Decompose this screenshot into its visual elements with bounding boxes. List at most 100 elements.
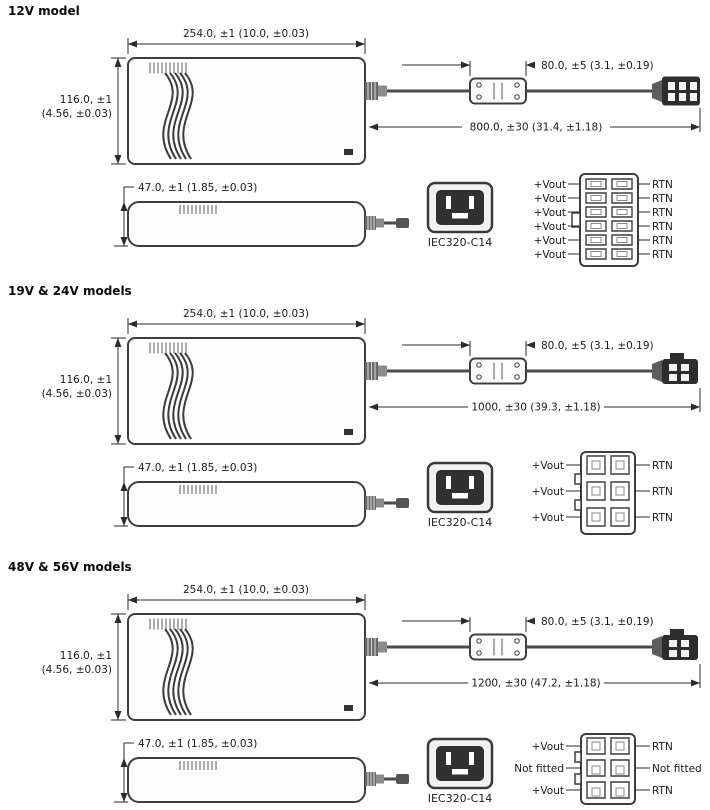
adapter-side-view bbox=[127, 757, 409, 803]
output-plug bbox=[662, 359, 698, 384]
iec-inlet: IEC320-C14 bbox=[426, 737, 494, 805]
pin-label-right: RTN bbox=[652, 741, 673, 753]
section-title: 12V model bbox=[8, 4, 80, 18]
dim-width: 254.0, ±1 (10.0, ±0.03) bbox=[127, 308, 366, 334]
vent-grille bbox=[149, 342, 187, 354]
latch bbox=[574, 499, 582, 511]
iec-pin-slot bbox=[469, 196, 474, 209]
brand-mark bbox=[344, 149, 353, 155]
dim-cable-text: 800.0, ±30 (31.4, ±1.18) bbox=[470, 122, 603, 134]
pin-label-right: RTN bbox=[652, 460, 673, 472]
output-plug bbox=[662, 635, 698, 660]
dim-height: 116.0, ±1 (4.56, ±0.03) bbox=[42, 57, 126, 165]
iec-inlet: IEC320-C14 bbox=[426, 461, 494, 529]
pin-label-left: +Vout bbox=[532, 486, 564, 498]
dim-cable-length: 1000, ±30 (39.3, ±1.18) bbox=[369, 388, 701, 414]
plug-stub bbox=[396, 498, 409, 508]
dim-thickness: 47.0, ±1 (1.85, ±0.03) bbox=[114, 738, 257, 803]
dim-height: 116.0, ±1 (4.56, ±0.03) bbox=[42, 337, 126, 445]
iec-pin-slot bbox=[452, 213, 468, 219]
dim-height-text-1: 116.0, ±1 bbox=[60, 374, 112, 386]
pinout-connector bbox=[574, 733, 636, 805]
dim-box-text: 80.0, ±5 (3.1, ±0.19) bbox=[541, 340, 654, 352]
pin-label-left: +Vout bbox=[532, 512, 564, 524]
pin-label-right: RTN bbox=[652, 249, 673, 261]
dim-height-text-1: 116.0, ±1 bbox=[60, 650, 112, 662]
iec-pin-slot bbox=[452, 493, 468, 499]
pinout-connector bbox=[574, 451, 636, 535]
pin-label-left: +Vout bbox=[534, 235, 566, 247]
section-19v-24v-diagram: 19V & 24V models 254.0, ±1 (10.0, ±0.03)… bbox=[8, 284, 701, 535]
pin-label-left: +Vout bbox=[534, 221, 566, 233]
plug-stub bbox=[396, 774, 409, 784]
dim-width-text: 254.0, ±1 (10.0, ±0.03) bbox=[183, 308, 309, 320]
pin-label-right: RTN bbox=[652, 512, 673, 524]
pin-label-right: RTN bbox=[652, 785, 673, 797]
pinout-labels: +Vout +Vout +Vout RTN RTN RTN bbox=[532, 460, 673, 524]
section-title: 48V & 56V models bbox=[8, 560, 132, 574]
iec-pin-slot bbox=[452, 769, 468, 775]
vent-grille bbox=[179, 205, 217, 214]
plug-latch bbox=[670, 353, 684, 360]
pin-label-left: +Vout bbox=[534, 207, 566, 219]
output-plug bbox=[662, 76, 700, 106]
pin-label-left: +Vout bbox=[532, 460, 564, 472]
dim-box-text: 80.0, ±5 (3.1, ±0.19) bbox=[541, 60, 654, 72]
iec-label: IEC320-C14 bbox=[428, 792, 493, 805]
adapter-top-view bbox=[127, 613, 366, 721]
pin-label-left: +Vout bbox=[534, 249, 566, 261]
pin-label-right: RTN bbox=[652, 221, 673, 233]
section-12v-diagram: 12V model 254.0, ±1 (10.0, ±0.03) 116.0,… bbox=[8, 4, 701, 267]
iec-pin-slot bbox=[469, 476, 474, 489]
section-title: 19V & 24V models bbox=[8, 284, 132, 298]
dim-width-text: 254.0, ±1 (10.0, ±0.03) bbox=[183, 584, 309, 596]
pin-label-left: +Vout bbox=[532, 741, 564, 753]
plug-boot bbox=[652, 360, 662, 382]
dim-cable-text: 1000, ±30 (39.3, ±1.18) bbox=[471, 402, 600, 414]
pin-label-right: RTN bbox=[652, 235, 673, 247]
dim-height-text-2: (4.56, ±0.03) bbox=[42, 108, 112, 120]
dim-height: 116.0, ±1 (4.56, ±0.03) bbox=[42, 613, 126, 721]
vent-grille bbox=[179, 485, 217, 494]
vent-grille bbox=[149, 618, 187, 630]
dim-height-text-1: 116.0, ±1 bbox=[60, 94, 112, 106]
pin-label-right: RTN bbox=[652, 207, 673, 219]
dim-side-text: 47.0, ±1 (1.85, ±0.03) bbox=[138, 462, 257, 474]
dim-width: 254.0, ±1 (10.0, ±0.03) bbox=[127, 584, 366, 610]
iec-pin-slot bbox=[446, 196, 451, 209]
output-cable bbox=[365, 76, 700, 106]
dim-cable-text: 1200, ±30 (47.2, ±1.18) bbox=[471, 678, 600, 690]
adapter-top-view bbox=[127, 337, 366, 445]
dim-ferrite-box: 80.0, ±5 (3.1, ±0.19) bbox=[402, 340, 654, 356]
pin-label-right: RTN bbox=[652, 486, 673, 498]
adapter-side-view bbox=[127, 481, 409, 527]
pin-label-left: +Vout bbox=[534, 193, 566, 205]
brand-mark bbox=[344, 705, 353, 711]
section-48v-56v-diagram: 48V & 56V models 254.0, ±1 (10.0, ±0.03)… bbox=[8, 560, 702, 805]
latch bbox=[574, 751, 582, 763]
plug-latch bbox=[670, 629, 684, 636]
plug-boot bbox=[652, 636, 662, 658]
inline-filter-box bbox=[469, 357, 527, 385]
pin-label-right: Not fitted bbox=[652, 763, 702, 775]
dim-thickness: 47.0, ±1 (1.85, ±0.03) bbox=[114, 462, 257, 527]
pinout-connector bbox=[571, 173, 639, 267]
iec-inlet: IEC320-C14 bbox=[426, 181, 494, 249]
dim-height-text-2: (4.56, ±0.03) bbox=[42, 388, 112, 400]
plug-boot bbox=[652, 80, 662, 102]
dim-cable-length: 800.0, ±30 (31.4, ±1.18) bbox=[369, 108, 701, 134]
dim-width-text: 254.0, ±1 (10.0, ±0.03) bbox=[183, 28, 309, 40]
output-cable bbox=[365, 629, 698, 661]
iec-pin-slot bbox=[446, 476, 451, 489]
latch bbox=[574, 773, 582, 785]
adapter-top-view bbox=[127, 57, 366, 165]
dim-side-text: 47.0, ±1 (1.85, ±0.03) bbox=[138, 182, 257, 194]
iec-label: IEC320-C14 bbox=[428, 516, 493, 529]
latch bbox=[574, 473, 582, 485]
dim-cable-length: 1200, ±30 (47.2, ±1.18) bbox=[369, 664, 701, 690]
dim-ferrite-box: 80.0, ±5 (3.1, ±0.19) bbox=[402, 616, 654, 632]
pin-label-left: +Vout bbox=[532, 785, 564, 797]
pinout-labels: +Vout Not fitted +Vout RTN Not fitted RT… bbox=[514, 741, 701, 797]
vent-grille bbox=[179, 761, 217, 770]
